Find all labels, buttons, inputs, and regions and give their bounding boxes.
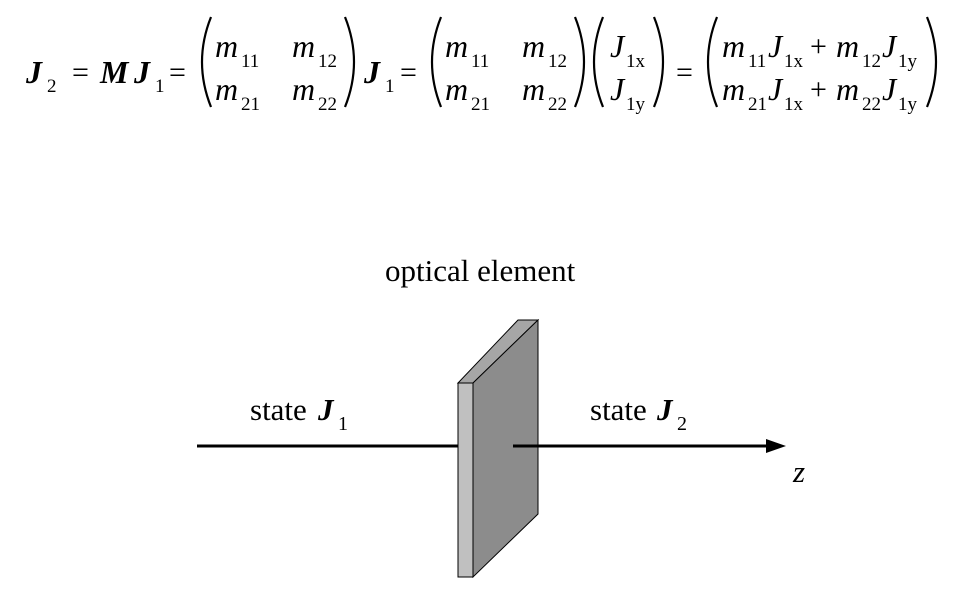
input-state-text: state xyxy=(250,392,307,427)
matrix2-left-paren xyxy=(430,16,443,108)
result-right-paren xyxy=(925,16,938,108)
product-j-symbol: J xyxy=(133,54,151,90)
product-j-subscript: 1 xyxy=(155,76,165,97)
output-state-symbol: J xyxy=(656,392,674,427)
matrix-symbol: M xyxy=(99,54,130,90)
r1-m-sub: 11 xyxy=(748,51,766,72)
result-row-1: m 11 J 1x + m 12 J 1y xyxy=(722,28,918,72)
equals-2: = xyxy=(169,56,186,89)
output-state-subscript: 2 xyxy=(677,413,687,435)
r2-m-sub: 21 xyxy=(748,94,767,115)
rhs-j-symbol: J xyxy=(363,54,381,90)
m2-21-sub: 21 xyxy=(471,94,490,115)
equals-1: = xyxy=(72,56,89,89)
r2-m2-sub: 22 xyxy=(862,94,881,115)
r1-j2: J xyxy=(882,28,898,64)
matrix1-left-paren xyxy=(200,16,213,108)
r1-m2: m xyxy=(836,28,859,64)
jones-equation: J 2 = M J 1 = m 11 m 12 m 21 m 22 J 1 = … xyxy=(25,16,938,115)
z-axis-label: z xyxy=(792,454,805,489)
m21-sub: 21 xyxy=(241,94,260,115)
input-state-subscript: 1 xyxy=(338,413,348,435)
m2-11-sub: 11 xyxy=(471,51,489,72)
optical-element-label: optical element xyxy=(385,253,576,288)
optical-element-plate xyxy=(472,318,539,579)
equals-4: = xyxy=(676,56,693,89)
r2-j2: J xyxy=(882,71,898,107)
rhs-j-subscript: 1 xyxy=(385,76,395,97)
r1-m2-sub: 12 xyxy=(862,51,881,72)
r2-m: m xyxy=(722,71,745,107)
m2-21-base: m xyxy=(445,71,468,107)
lhs-symbol: J xyxy=(25,54,43,90)
r2-j2-sub: 1y xyxy=(898,94,918,115)
m22-sub: 22 xyxy=(318,94,337,115)
jx-base: J xyxy=(610,28,626,64)
m11-base: m xyxy=(215,28,238,64)
m2-22-sub: 22 xyxy=(548,94,567,115)
m11-sub: 11 xyxy=(241,51,259,72)
m12-base: m xyxy=(292,28,315,64)
equals-3: = xyxy=(400,56,417,89)
r2-j: J xyxy=(768,71,784,107)
jy-sub: 1y xyxy=(626,94,646,115)
output-state-text: state xyxy=(590,392,647,427)
matrix2-right-paren xyxy=(573,16,586,108)
m2-12-sub: 12 xyxy=(548,51,567,72)
m22-base: m xyxy=(292,71,315,107)
vector-left-paren xyxy=(592,16,605,108)
r1-j: J xyxy=(768,28,784,64)
arrowhead-icon xyxy=(766,439,786,453)
r1-plus: + xyxy=(810,30,827,63)
vector-right-paren xyxy=(652,16,665,108)
r2-plus: + xyxy=(810,73,827,106)
result-left-paren xyxy=(706,16,719,108)
result-row-2: m 21 J 1x + m 22 J 1y xyxy=(722,71,918,115)
m2-22-base: m xyxy=(522,71,545,107)
r2-m2: m xyxy=(836,71,859,107)
m2-11-base: m xyxy=(445,28,468,64)
r1-m: m xyxy=(722,28,745,64)
lhs-subscript: 2 xyxy=(47,76,57,97)
m2-12-base: m xyxy=(522,28,545,64)
r1-j2-sub: 1y xyxy=(898,51,918,72)
r2-j-sub: 1x xyxy=(784,94,804,115)
m12-sub: 12 xyxy=(318,51,337,72)
jx-sub: 1x xyxy=(626,51,646,72)
r1-j-sub: 1x xyxy=(784,51,804,72)
jy-base: J xyxy=(610,71,626,107)
m21-base: m xyxy=(215,71,238,107)
plate-side-face xyxy=(457,382,474,578)
input-state-symbol: J xyxy=(317,392,335,427)
matrix1-right-paren xyxy=(343,16,356,108)
optical-diagram: optical element state J 1 state J 2 z xyxy=(197,253,805,579)
